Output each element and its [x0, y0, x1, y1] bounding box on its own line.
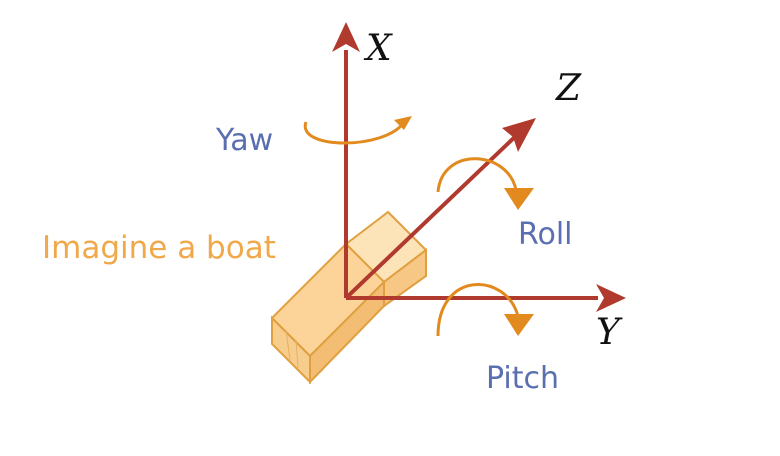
yaw-rotation-arrow: [303, 116, 412, 145]
curved-arrow-icon: [504, 188, 534, 210]
y-axis: [346, 284, 626, 312]
arrowhead-icon: [502, 118, 536, 152]
x-axis-label: X: [363, 28, 393, 69]
roll-label: Roll: [518, 217, 573, 252]
pitch-label: Pitch: [486, 361, 559, 396]
y-axis-label: Y: [596, 312, 623, 353]
z-axis-label: Z: [555, 68, 582, 109]
boat-label: Imagine a boat: [42, 230, 276, 266]
arrowhead-icon: [332, 22, 360, 52]
roll-rotation-arrow: [436, 157, 534, 210]
curved-arrow-icon: [394, 116, 412, 130]
z-axis: [344, 118, 536, 300]
x-axis: [332, 22, 360, 298]
curved-arrow-icon: [504, 314, 534, 336]
yaw-label: Yaw: [215, 123, 273, 158]
boat-block-icon: [270, 210, 428, 385]
arrowhead-icon: [596, 284, 626, 312]
pitch-rotation-arrow: [436, 283, 534, 337]
